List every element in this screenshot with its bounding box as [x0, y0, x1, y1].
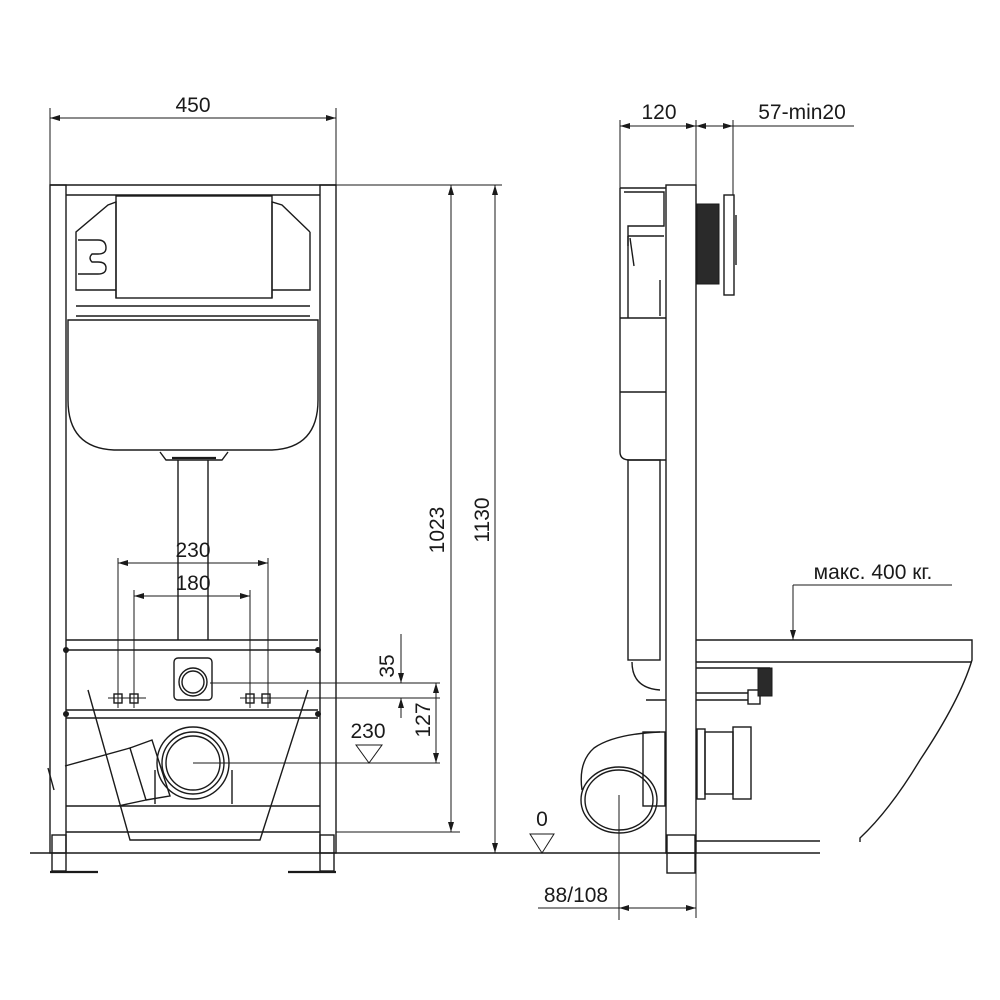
bowl-outline [87, 689, 309, 841]
cistern-side [619, 187, 666, 461]
load-annotation: макс. 400 кг. [790, 561, 952, 640]
dimension-180: 180 [133, 572, 251, 708]
svg-text:0: 0 [536, 808, 548, 831]
svg-text:1130: 1130 [471, 497, 494, 542]
drain-elbow-side [580, 731, 666, 920]
flush-pipe-side [627, 459, 666, 701]
dimension-127: 127 [412, 683, 439, 763]
svg-text:230: 230 [175, 539, 210, 562]
toilet-bowl-side [696, 639, 973, 842]
frame [49, 184, 337, 874]
dimension-35: 35 [210, 634, 440, 718]
level-marker-230: 230 [350, 720, 386, 764]
water-inlet [173, 657, 213, 701]
dimension-450: 450 [49, 94, 337, 185]
svg-text:230: 230 [350, 720, 385, 743]
svg-text:180: 180 [175, 572, 210, 595]
dimension-1023: 1023 [336, 184, 460, 833]
svg-text:127: 127 [412, 702, 435, 737]
svg-text:88/108: 88/108 [544, 884, 608, 907]
frame-post-side [665, 184, 697, 854]
dimension-57-min20: 57-min20 [696, 101, 854, 195]
svg-text:1023: 1023 [426, 507, 449, 554]
cistern-outlet [159, 451, 229, 461]
dimension-88-108: 88/108 [538, 853, 697, 918]
level-marker-0: 0 [529, 808, 555, 854]
drain-pipe [47, 726, 440, 807]
mounting-plate [63, 639, 321, 719]
cistern-tank [67, 319, 319, 451]
dimension-1130: 1130 [460, 184, 502, 854]
front-view: 450 230 180 35 127 [30, 94, 520, 874]
svg-text:макс. 400 кг.: макс. 400 кг. [814, 561, 933, 584]
label-450: 450 [175, 94, 210, 117]
water-connector [696, 667, 773, 705]
flush-actuator [696, 194, 737, 296]
dimension-120: 120 [619, 101, 697, 188]
mounting-bolts [108, 693, 440, 704]
svg-text:120: 120 [641, 101, 676, 124]
cistern-top [75, 195, 311, 317]
svg-text:35: 35 [376, 654, 399, 677]
drain-connector [696, 726, 752, 800]
side-view: 120 57-min20 макс. 400 кг. 0 88/108 [520, 101, 973, 920]
svg-text:57-min20: 57-min20 [758, 101, 846, 124]
